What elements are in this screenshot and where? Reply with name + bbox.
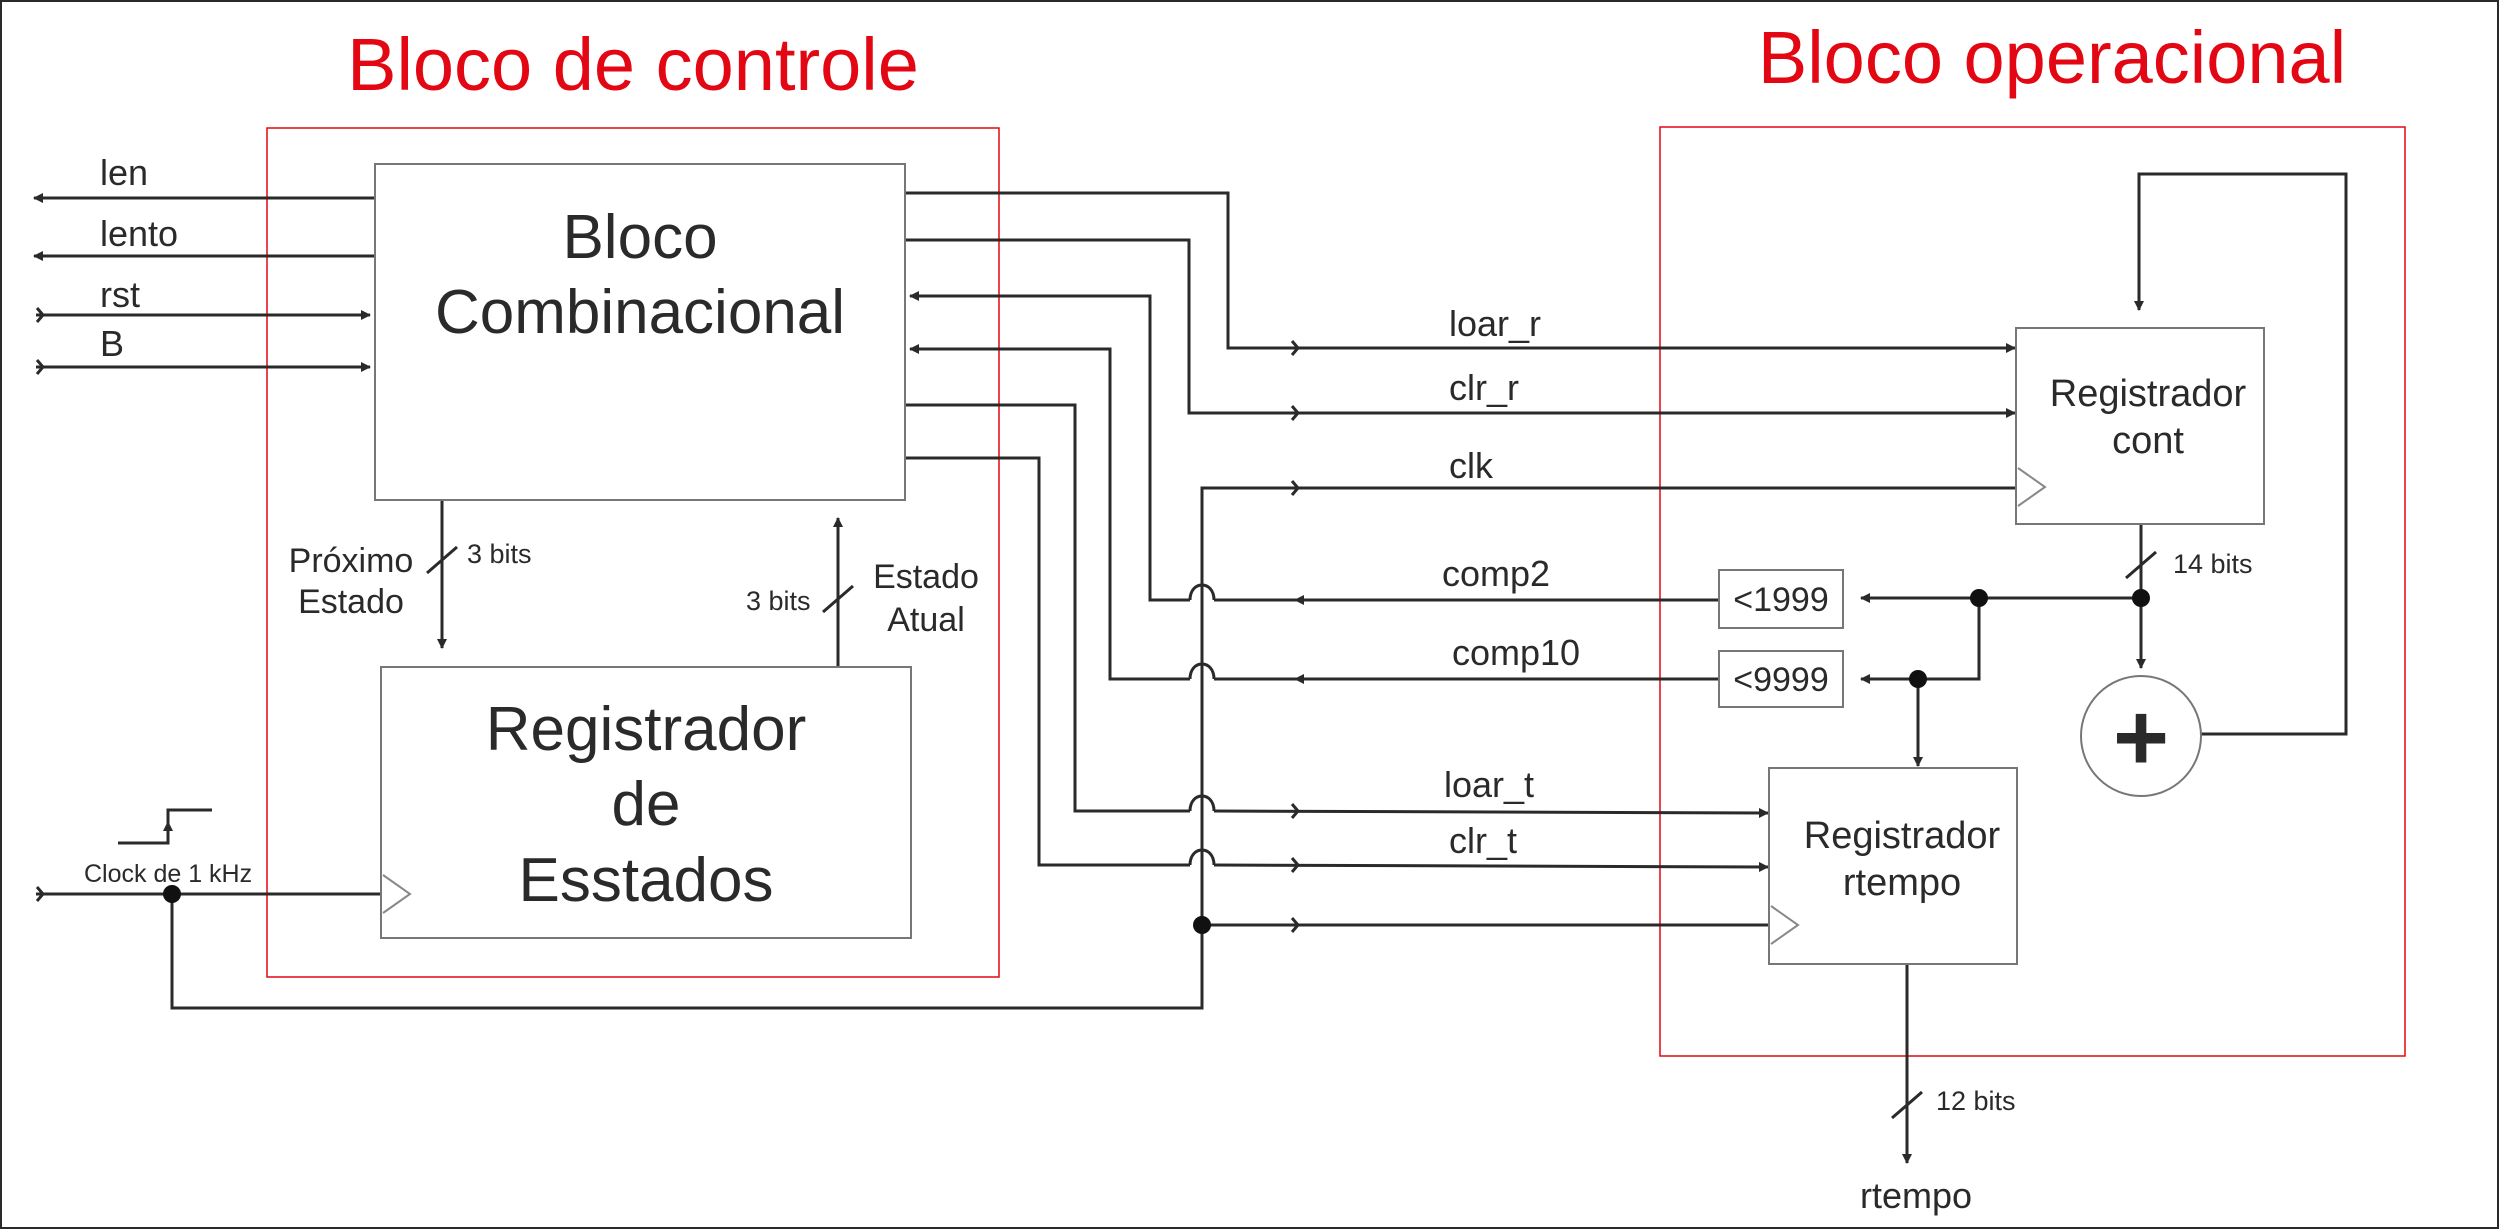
cont-to-9999 [1860, 598, 1981, 684]
comp2-return-wire [909, 291, 1190, 602]
loar-r-wire [905, 191, 2016, 353]
operational-block-title: Bloco operacional [1758, 16, 2346, 99]
bit-width-labels: 3 bits 3 bits 14 bits 12 bits [467, 539, 2253, 1116]
comparator-9999 [1718, 650, 1844, 708]
b-label: B [100, 323, 124, 364]
state-register-block [380, 666, 912, 939]
clr-r-label: clr_r [1449, 367, 1519, 408]
cont-bus-slash [2125, 550, 2157, 580]
rtempo-register-clock-triangle [1770, 905, 1800, 945]
current-state-label-2: Atual [887, 601, 965, 639]
comp2-label: comp2 [1442, 553, 1550, 594]
clock-step-symbol [118, 808, 212, 845]
bits-next-label: 3 bits [467, 539, 532, 569]
clk-junction [1193, 916, 1211, 934]
bits-rtempo-label: 12 bits [1936, 1086, 2016, 1116]
comparator-1999 [1718, 569, 1844, 629]
current-state-label-1: Estado [873, 558, 979, 596]
rtempo-register-label-2: rtempo [1843, 862, 1961, 904]
comp-junction-1 [1970, 589, 1988, 607]
combinational-label-1: Bloco [562, 203, 717, 272]
clr-r-wire [905, 238, 2016, 418]
bits-cont-label: 14 bits [2173, 549, 2253, 579]
comparator-1999-label: <1999 [1733, 581, 1829, 619]
comp-junction-2 [1909, 670, 1927, 688]
combinational-block [374, 163, 906, 501]
rtempo-register-label-1: Registrador [1804, 815, 2001, 857]
lento-label: lento [100, 213, 178, 254]
state-register-clock-triangle [382, 874, 412, 914]
clk-label: clk [1449, 445, 1494, 486]
control-block-title: Bloco de controle [347, 23, 919, 106]
bus-labels: Próximo Estado Estado Atual [289, 542, 979, 639]
operational-region [1659, 126, 2406, 1057]
junctions [163, 589, 2150, 934]
cont-register-label-2: cont [2112, 420, 2184, 462]
state-register-label-2: de [612, 770, 681, 839]
rtempo-register-block [1768, 767, 2018, 965]
next-state-label-2: Estado [298, 583, 404, 621]
loar-r-label: loar_r [1449, 303, 1541, 344]
clk-wire [170, 486, 2015, 1010]
clr-t-label: clr_t [1449, 820, 1517, 861]
len-label: len [100, 152, 148, 193]
clr-t-wire [905, 456, 1190, 867]
state-register-label-3: Esstados [518, 846, 773, 915]
current-state-bus-slash [822, 584, 854, 614]
signal-labels: len lento rst B loar_r clr_r clk comp2 c… [100, 152, 1972, 1216]
loar-t-label: loar_t [1444, 764, 1534, 805]
rtempo-bus-slash [1891, 1090, 1923, 1120]
state-register-label-1: Registrador [486, 695, 806, 764]
cont-register-block [2015, 327, 2265, 525]
rst-label: rst [100, 274, 140, 315]
adder-circle [2080, 675, 2202, 797]
clock-label: Clock de 1 kHz [84, 860, 252, 888]
control-region [266, 127, 1000, 978]
rtempo-label: rtempo [1860, 1175, 1972, 1216]
comp10-return-wire [909, 344, 1190, 681]
crossing-marks [35, 307, 1300, 933]
loar-t-wire [905, 403, 1190, 813]
comparator-9999-label: <9999 [1733, 661, 1829, 699]
adder-plus-icon: + [2113, 684, 2169, 791]
adder-feedback-wire [2134, 172, 2348, 736]
next-state-bus-slash [426, 545, 458, 575]
bits-current-label: 3 bits [746, 586, 811, 616]
cont-register-clock-triangle [2017, 467, 2047, 507]
cont-register-label-1: Registrador [2050, 373, 2247, 415]
comp10-label: comp10 [1452, 632, 1580, 673]
clock-junction [163, 885, 181, 903]
next-state-label-1: Próximo [289, 542, 414, 580]
cont-junction [2132, 589, 2150, 607]
combinational-label-2: Combinacional [435, 278, 845, 347]
wires [33, 172, 2348, 1164]
